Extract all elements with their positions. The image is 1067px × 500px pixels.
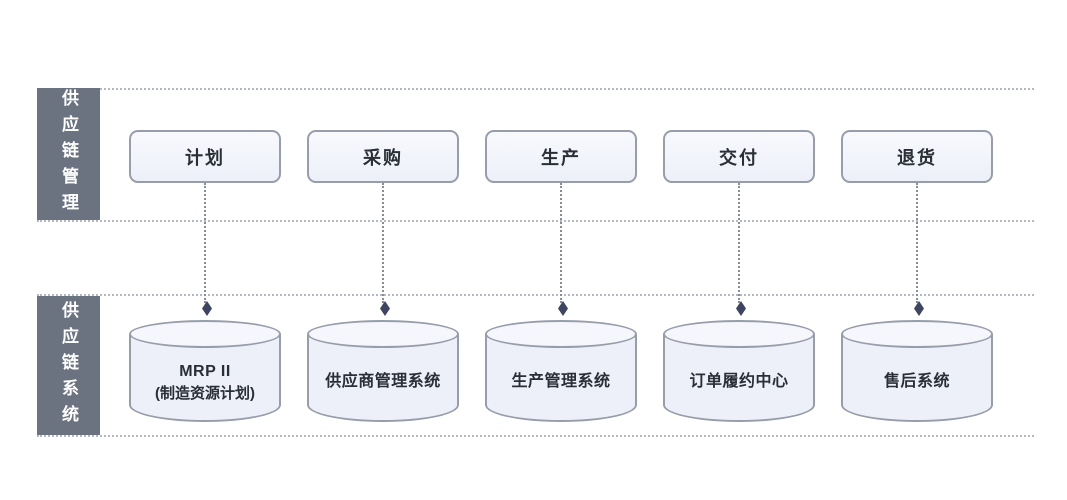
lane-title: 供应链管理: [59, 89, 78, 219]
lane-separator-below-management: [37, 220, 1034, 222]
lane-title: 供应链系统: [59, 300, 78, 431]
cylinder-top-ellipse: [485, 320, 637, 348]
connector-production-to-pms: [558, 183, 568, 316]
cylinder-top-ellipse: [841, 320, 993, 348]
cylinder-text: 订单履约中心: [663, 346, 815, 418]
cylinder-body: [485, 334, 637, 422]
process-box-production: 生产: [485, 130, 637, 183]
process-label: 退货: [897, 147, 937, 168]
system-sublabel: (制造资源计划): [155, 384, 255, 402]
lane-separator-above-systems: [37, 294, 1034, 296]
cylinder-body: [129, 334, 281, 422]
process-label: 采购: [363, 147, 403, 168]
diamond-arrowhead-icon: [202, 301, 212, 316]
cylinder-top-ellipse: [307, 320, 459, 348]
diamond-arrowhead-icon: [558, 301, 568, 316]
cylinder-text: 生产管理系统: [485, 346, 637, 418]
lane-header-supply-chain-systems: 供应链系统: [37, 296, 100, 435]
cylinder-text: MRP II (制造资源计划): [129, 346, 281, 418]
process-label: 交付: [719, 147, 759, 168]
cylinder-top-ellipse: [663, 320, 815, 348]
system-label: 订单履约中心: [689, 373, 789, 391]
lane-separator-top: [37, 88, 1034, 90]
process-box-procurement: 采购: [307, 130, 459, 183]
lane-separator-bottom: [37, 435, 1034, 437]
connector-returns-to-aftersales: [914, 183, 924, 316]
system-cylinder-order-fulfillment: 订单履约中心: [663, 320, 815, 422]
cylinder-body: [841, 334, 993, 422]
process-box-delivery: 交付: [663, 130, 815, 183]
diamond-arrowhead-icon: [914, 301, 924, 316]
process-box-returns: 退货: [841, 130, 993, 183]
connector-plan-to-mrp: [202, 183, 212, 316]
diamond-arrowhead-icon: [736, 301, 746, 316]
connector-delivery-to-ofc: [736, 183, 746, 316]
system-cylinder-mrp: MRP II (制造资源计划): [129, 320, 281, 422]
system-label: 生产管理系统: [511, 373, 611, 391]
cylinder-body: [663, 334, 815, 422]
system-cylinder-supplier-management: 供应商管理系统: [307, 320, 459, 422]
lane-header-supply-chain-management: 供应链管理: [37, 88, 100, 220]
connector-procurement-to-srm: [380, 183, 390, 316]
diamond-arrowhead-icon: [380, 301, 390, 316]
cylinder-body: [307, 334, 459, 422]
system-cylinder-aftersales: 售后系统: [841, 320, 993, 422]
cylinder-text: 供应商管理系统: [307, 346, 459, 418]
system-label: 供应商管理系统: [325, 373, 441, 391]
system-label: 售后系统: [883, 373, 950, 391]
process-label: 生产: [541, 147, 581, 168]
cylinder-text: 售后系统: [841, 346, 993, 418]
system-label: MRP II: [179, 362, 231, 380]
process-label: 计划: [185, 147, 225, 168]
cylinder-top-ellipse: [129, 320, 281, 348]
system-cylinder-production-management: 生产管理系统: [485, 320, 637, 422]
process-box-plan: 计划: [129, 130, 281, 183]
